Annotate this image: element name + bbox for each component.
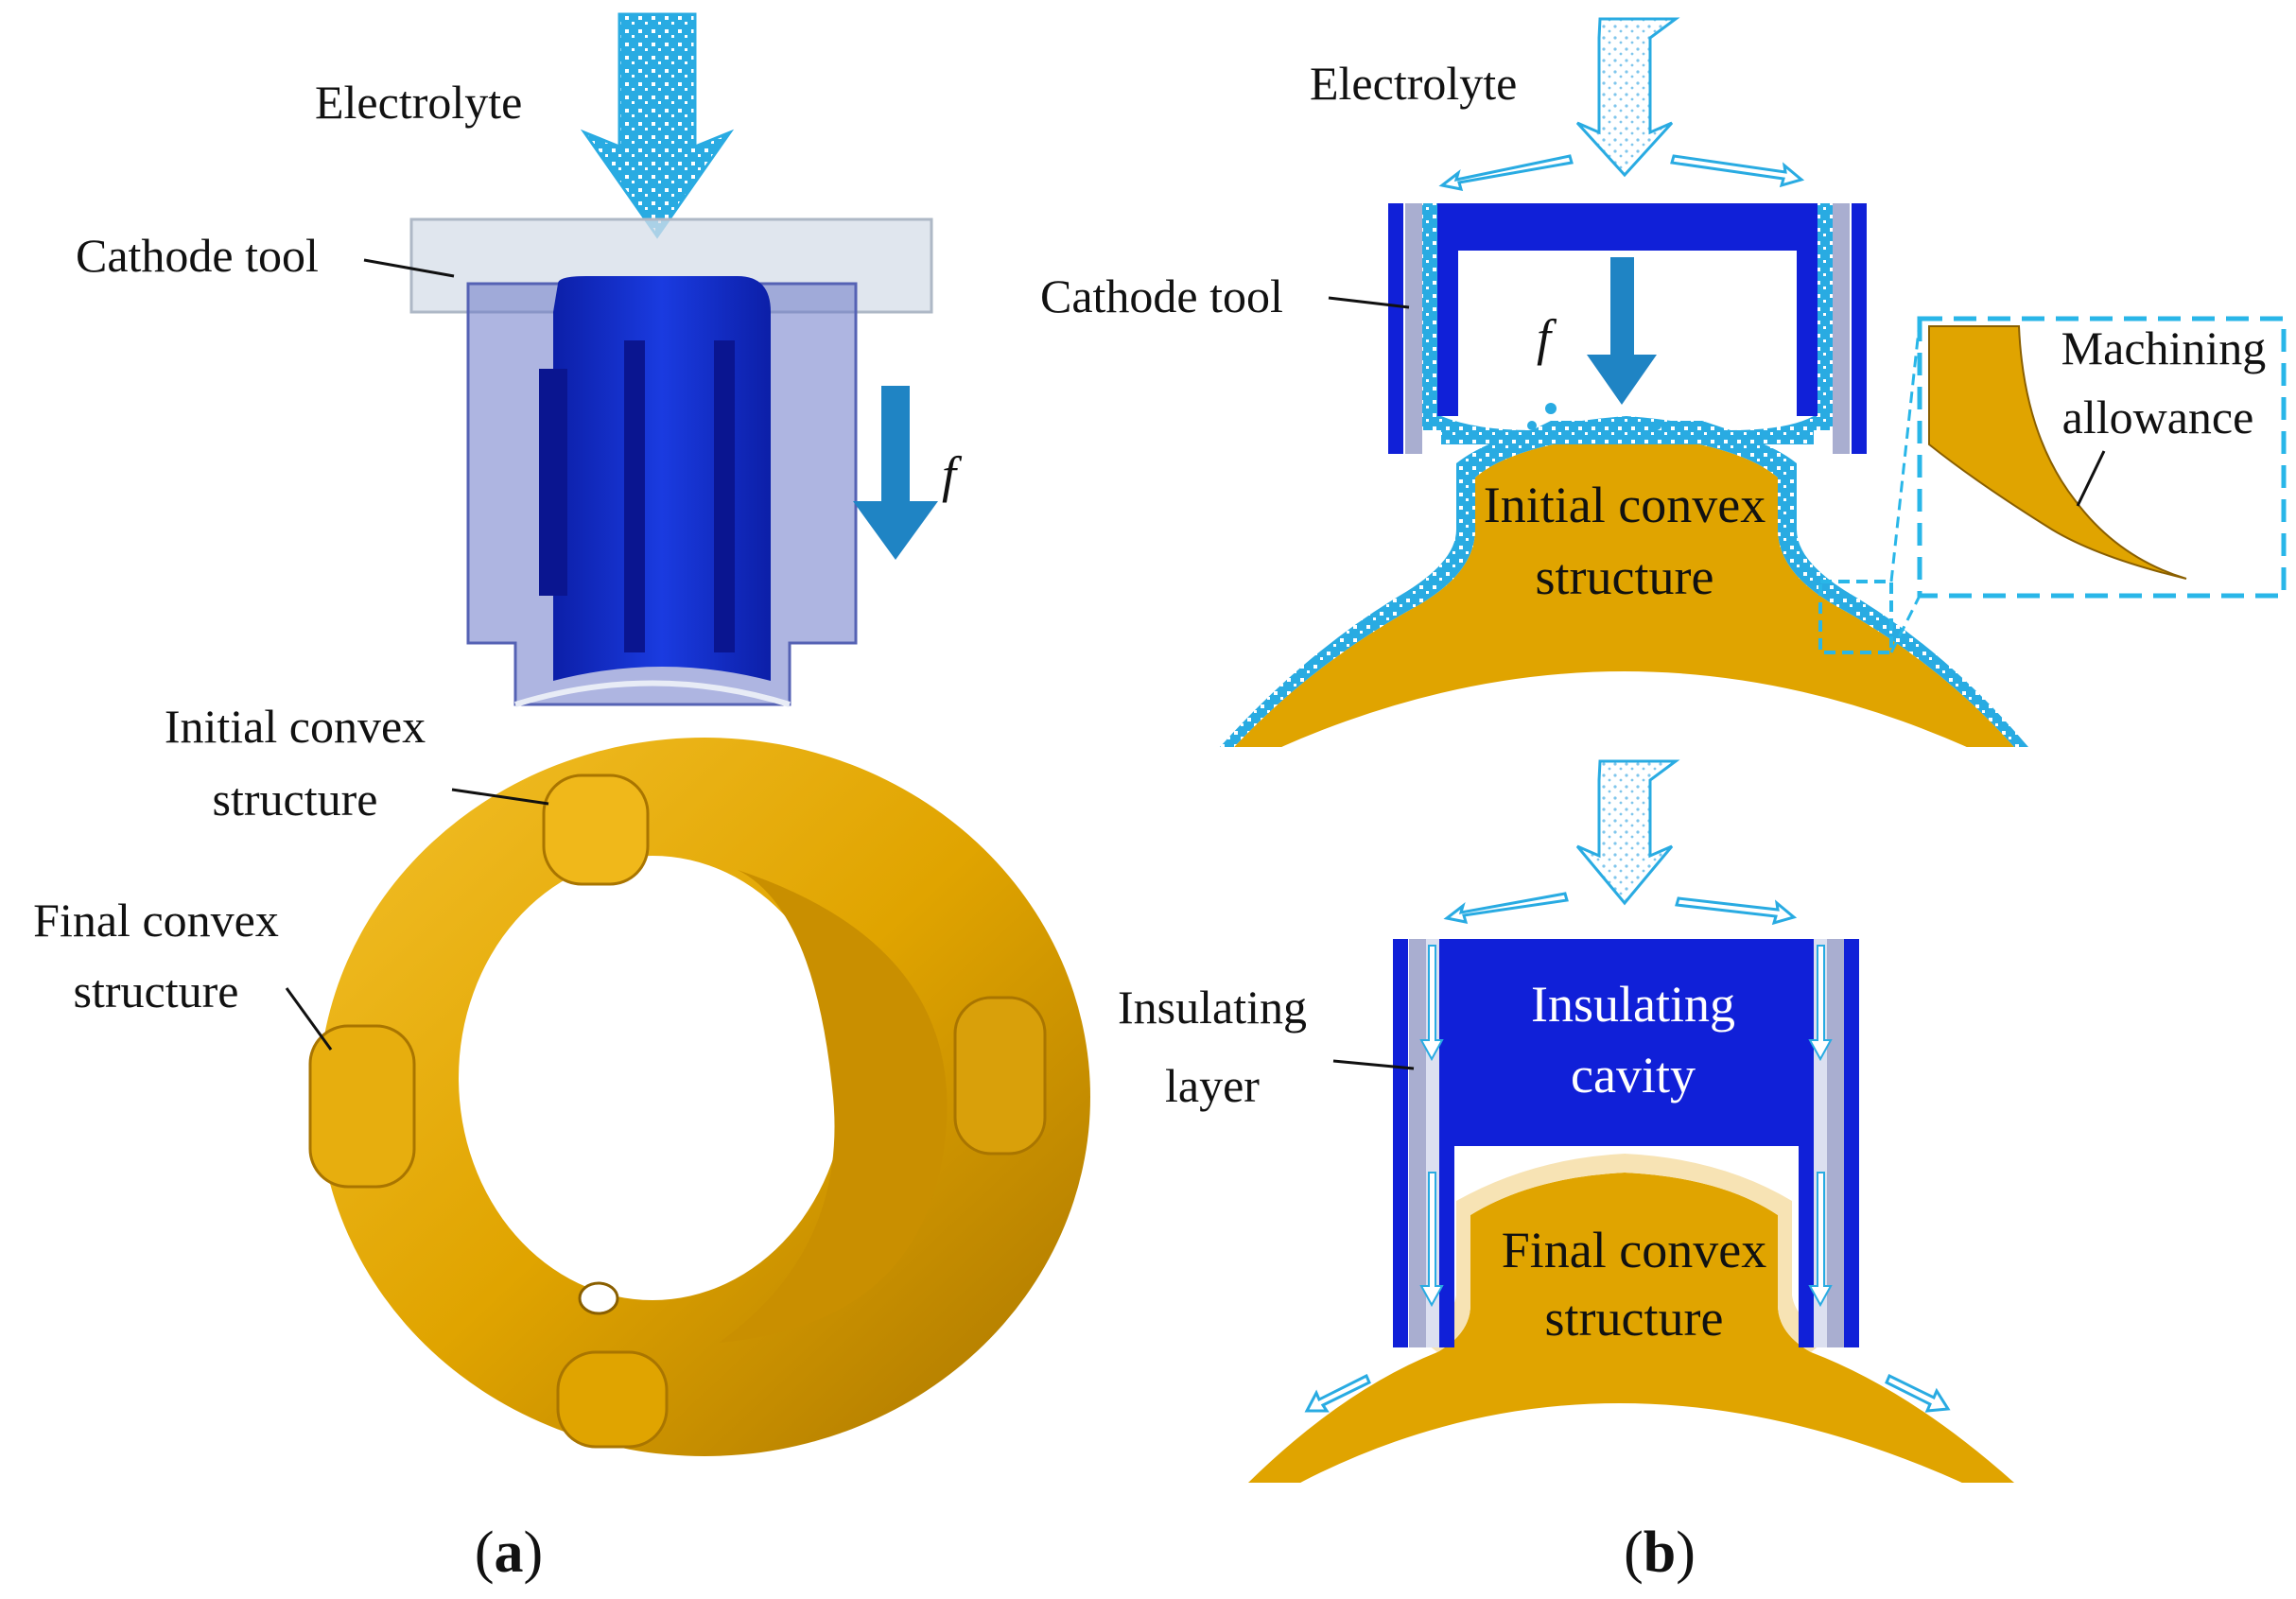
label-initial-convex-a-line1: Initial convex <box>165 700 426 753</box>
label-initial-convex-b1-line1: Initial convex <box>1484 477 1765 533</box>
panel-b-final: Insulating layer Insulating cavity Final… <box>1118 759 2014 1585</box>
label-final-convex-a-line1: Final convex <box>33 894 279 947</box>
caption-b-open: ( <box>1624 1521 1644 1585</box>
label-feed-b1: f <box>1537 309 1557 366</box>
label-machining-line1: Machining <box>2061 322 2267 374</box>
label-electrolyte-a: Electrolyte <box>315 76 522 129</box>
gap-flow-arrow-left-top <box>1419 945 1444 1062</box>
label-cathode-tool-b1: Cathode tool <box>1040 269 1283 322</box>
flow-arrow-left-b2 <box>1443 892 1569 924</box>
label-electrolyte-b1: Electrolyte <box>1310 57 1517 110</box>
feed-arrow-b1 <box>1587 257 1657 405</box>
workpiece-ring-3d <box>308 738 1090 1456</box>
flow-arrow-left-b1 <box>1438 154 1574 191</box>
label-insulating-cavity-line2: cavity <box>1571 1047 1696 1104</box>
caption-b: (b) <box>1624 1521 1696 1585</box>
machining-allowance-shape <box>1928 325 2187 580</box>
caption-a: (a) <box>475 1521 543 1585</box>
label-machining-line2: allowance <box>2062 391 2254 443</box>
gap-flow-arrow-right-bot <box>1808 1172 1833 1308</box>
zoom-link-bottom-b1 <box>1889 595 1922 653</box>
machined-allowance-ghost-b2 <box>1414 1154 1835 1352</box>
label-initial-convex-b1-line2: structure <box>1536 548 1714 605</box>
panel-a: Electrolyte Cathode tool f Initial conve… <box>33 12 1090 1585</box>
leader-final-a <box>285 987 333 1051</box>
label-final-convex-a-line2: structure <box>74 965 239 1017</box>
cathode-tool-3d <box>409 217 933 707</box>
zoom-link-top-b1 <box>1889 321 1922 582</box>
caption-a-open: ( <box>475 1521 495 1585</box>
label-insulating-layer-line1: Insulating <box>1118 981 1307 1034</box>
electrolyte-inflow-arrow-b1 <box>1575 17 1680 178</box>
outflow-arrow-left-b2 <box>1304 1373 1371 1413</box>
electrolyte-inflow-arrow-b2 <box>1575 759 1680 906</box>
caption-a-letter: a <box>495 1521 524 1585</box>
electrolyte-inflow-arrow <box>580 12 735 239</box>
cathode-tool-section-b1 <box>1388 203 1867 454</box>
feed-arrow <box>853 386 938 560</box>
label-cathode-tool-a: Cathode tool <box>76 229 319 282</box>
label-final-convex-b2-line2: structure <box>1545 1290 1724 1347</box>
leader-cathode-a <box>363 258 455 278</box>
flow-arrow-right-b2 <box>1675 896 1798 926</box>
gap-flow-arrow-right-top <box>1808 945 1833 1062</box>
outflow-arrow-right-b2 <box>1885 1373 1951 1413</box>
workpiece-boss-b2 <box>1248 1173 2014 1483</box>
caption-a-close: ) <box>524 1521 544 1585</box>
panel-b-initial: Electrolyte Cathode tool f Machining all… <box>1040 17 2287 747</box>
leader-cathode-b1 <box>1328 296 1410 309</box>
leader-machining <box>2076 450 2106 507</box>
caption-b-close: ) <box>1676 1521 1696 1585</box>
label-feed-a: f <box>942 446 963 503</box>
label-final-convex-b2-line1: Final convex <box>1502 1222 1766 1278</box>
caption-b-letter: b <box>1644 1521 1676 1585</box>
label-initial-convex-a-line2: structure <box>213 773 378 826</box>
leader-insulating-layer <box>1332 1059 1415 1070</box>
leader-initial-a <box>451 788 549 806</box>
flow-arrow-right-b1 <box>1670 154 1805 188</box>
label-insulating-cavity-line1: Insulating <box>1531 976 1735 1033</box>
gap-flow-arrow-left-bot <box>1419 1172 1444 1308</box>
workpiece-base-b1 <box>1234 433 2014 747</box>
label-insulating-layer-line2: layer <box>1165 1059 1260 1112</box>
